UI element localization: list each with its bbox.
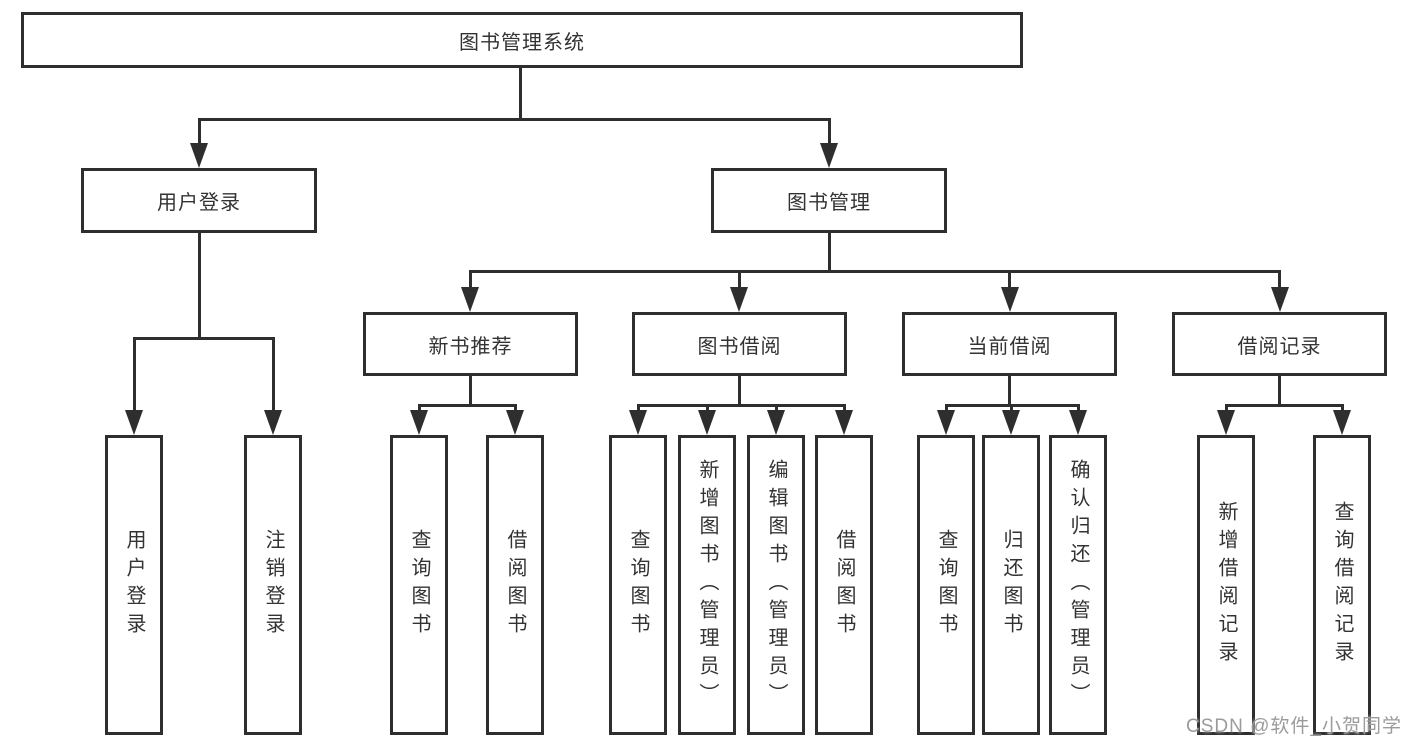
connector-line [1008, 270, 1011, 290]
connector-line [469, 270, 1281, 273]
arrow-down-icon [1271, 287, 1289, 312]
node-query-books: 查询图书 [390, 435, 448, 735]
node-query-books: 查询图书 [609, 435, 667, 735]
arrow-down-icon [1001, 287, 1019, 312]
connector-line [519, 68, 522, 118]
connector-line [198, 118, 201, 146]
node-user-login-leaf: 用户登录 [105, 435, 163, 735]
node-label: 编辑图书（管理员） [765, 459, 787, 711]
connector-line [1077, 404, 1080, 412]
node-label: 图书管理系统 [459, 31, 585, 54]
node-label: 新增图书（管理员） [696, 459, 718, 711]
node-borrow-books: 借阅图书 [486, 435, 544, 735]
node-borrowing-records: 借阅记录 [1172, 312, 1387, 376]
connector-line [1225, 404, 1344, 407]
arrow-down-icon [1217, 410, 1235, 435]
arrow-down-icon [125, 410, 143, 435]
connector-line [775, 404, 778, 412]
node-label: 借阅图书 [833, 529, 855, 641]
connector-line [945, 404, 948, 412]
connector-line [469, 270, 472, 290]
connector-line [1225, 404, 1228, 412]
connector-line [843, 404, 846, 412]
connector-line [198, 118, 831, 121]
node-label: 查询图书 [627, 529, 649, 641]
connector-line [738, 376, 741, 404]
node-book-management: 图书管理 [711, 168, 947, 233]
arrow-down-icon [937, 410, 955, 435]
arrow-down-icon [410, 410, 428, 435]
node-label: 当前借阅 [967, 335, 1052, 358]
arrow-down-icon [264, 410, 282, 435]
arrow-down-icon [1002, 410, 1020, 435]
node-borrow-books: 借阅图书 [815, 435, 873, 735]
node-book-borrowing: 图书借阅 [632, 312, 847, 376]
arrow-down-icon [506, 410, 524, 435]
node-edit-books-admin: 编辑图书（管理员） [747, 435, 805, 735]
connector-line [1278, 376, 1281, 404]
node-user-login: 用户登录 [81, 168, 317, 233]
node-label: 图书管理 [787, 192, 871, 214]
connector-line [514, 404, 517, 412]
connector-line [418, 404, 517, 407]
connector-line [1010, 404, 1013, 412]
connector-line [469, 376, 472, 404]
connector-line [133, 337, 275, 340]
connector-line [828, 118, 831, 146]
node-current-borrowing: 当前借阅 [902, 312, 1117, 376]
watermark: CSDN @软件_小贺同学 [1186, 716, 1402, 737]
node-label: 查询借阅记录 [1331, 501, 1353, 669]
node-return-books: 归还图书 [982, 435, 1040, 735]
arrow-down-icon [1333, 410, 1351, 435]
node-label: 用户登录 [123, 529, 145, 641]
node-query-borrow-record: 查询借阅记录 [1313, 435, 1371, 735]
connector-line [198, 233, 201, 337]
node-confirm-return-admin: 确认归还（管理员） [1049, 435, 1107, 735]
connector-line [706, 404, 709, 412]
connector-line [272, 337, 275, 412]
arrow-down-icon [698, 410, 716, 435]
node-label: 查询图书 [935, 529, 957, 641]
node-label: 注销登录 [262, 529, 284, 641]
node-query-books: 查询图书 [917, 435, 975, 735]
connector-line [637, 404, 846, 407]
connector-line [1008, 376, 1011, 404]
node-label: 查询图书 [408, 529, 430, 641]
node-label: 新增借阅记录 [1215, 501, 1237, 669]
node-label: 图书借阅 [697, 335, 782, 358]
connector-line [418, 404, 421, 412]
connector-line [133, 337, 136, 412]
connector-line [637, 404, 640, 412]
node-add-books-admin: 新增图书（管理员） [678, 435, 736, 735]
arrow-down-icon [835, 410, 853, 435]
arrow-down-icon [190, 143, 208, 168]
node-add-borrow-record: 新增借阅记录 [1197, 435, 1255, 735]
node-label: 借阅图书 [504, 529, 526, 641]
node-label: 新书推荐 [428, 335, 513, 358]
node-label: 用户登录 [157, 192, 241, 214]
connector-line [1278, 270, 1281, 290]
node-label: 借阅记录 [1237, 335, 1322, 358]
arrow-down-icon [1069, 410, 1087, 435]
node-new-book-recommendation: 新书推荐 [363, 312, 578, 376]
arrow-down-icon [730, 287, 748, 312]
node-logout: 注销登录 [244, 435, 302, 735]
arrow-down-icon [820, 143, 838, 168]
connector-line [828, 233, 831, 270]
node-library-system: 图书管理系统 [21, 12, 1023, 68]
arrow-down-icon [767, 410, 785, 435]
arrow-down-icon [461, 287, 479, 312]
connector-line [1341, 404, 1344, 412]
node-label: 归还图书 [1000, 529, 1022, 641]
node-label: 确认归还（管理员） [1067, 459, 1089, 711]
connector-line [738, 270, 741, 290]
arrow-down-icon [629, 410, 647, 435]
